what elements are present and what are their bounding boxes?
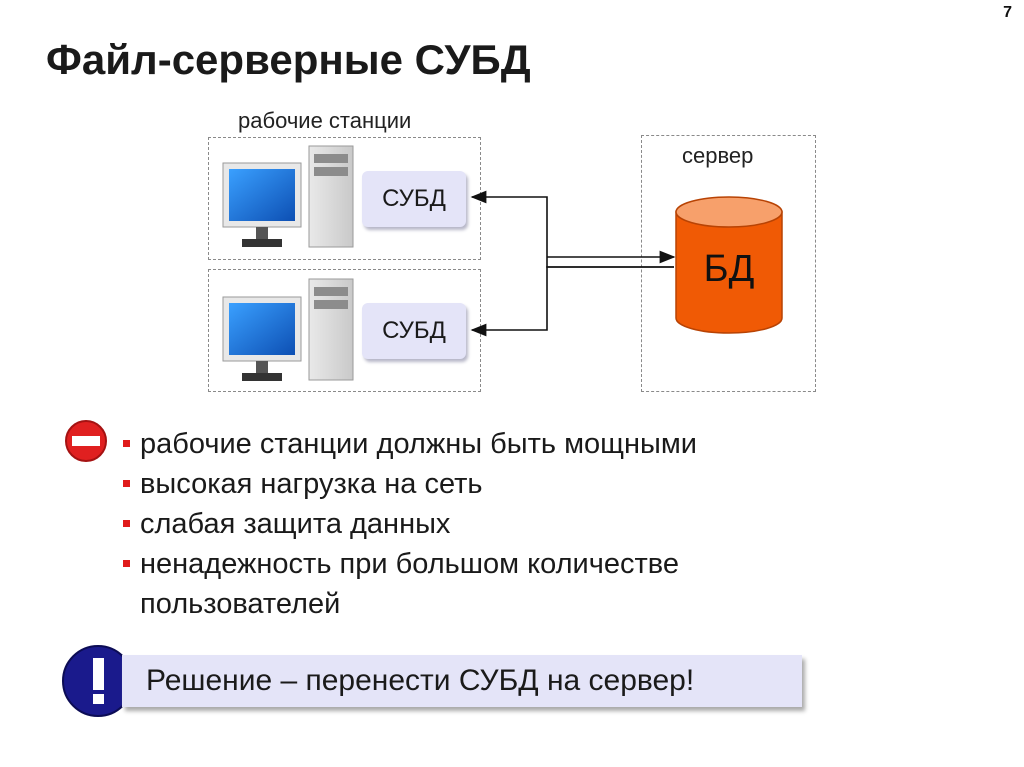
stop-minus-icon [66, 421, 106, 461]
connection-arrows [472, 197, 674, 330]
list-item: рабочие станции должны быть мощными [120, 424, 800, 464]
list-item: ненадежность при большом количестве поль… [120, 544, 800, 624]
computer-1-icon [223, 146, 353, 247]
computer-2-icon [223, 279, 353, 381]
database-label: БД [676, 248, 782, 291]
list-item: слабая защита данных [120, 504, 800, 544]
solution-text: Решение – перенести СУБД на сервер! [146, 664, 694, 698]
solution-box: Решение – перенести СУБД на сервер! [122, 655, 802, 707]
dbms-box-workstation-1: СУБД [362, 171, 466, 227]
disadvantages-list: рабочие станции должны быть мощными высо… [120, 424, 800, 624]
dbms-box-workstation-2: СУБД [362, 303, 466, 359]
list-item: высокая нагрузка на сеть [120, 464, 800, 504]
